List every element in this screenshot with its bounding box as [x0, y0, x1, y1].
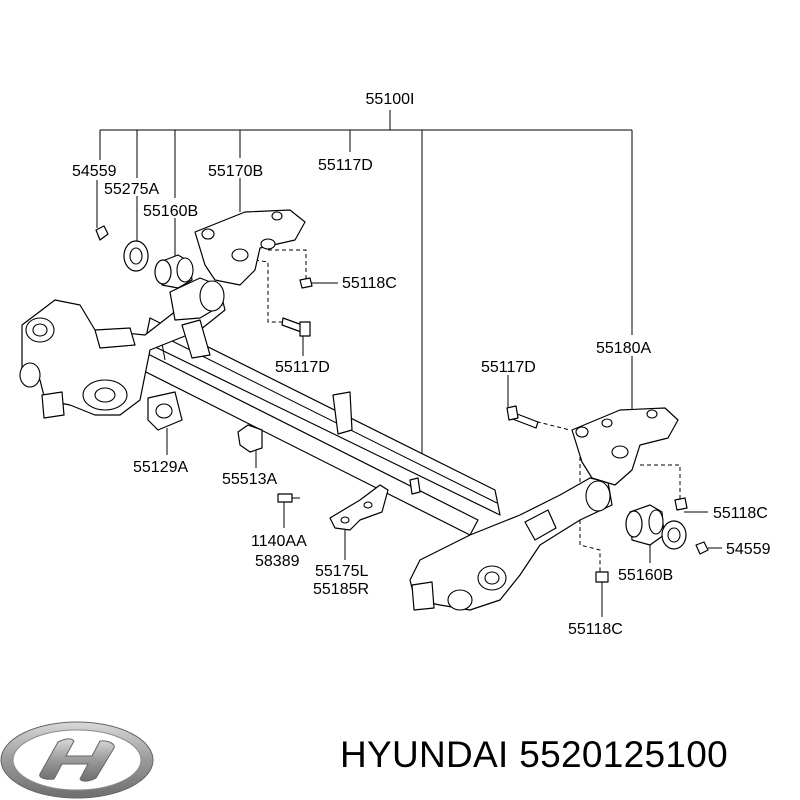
torsion-beam: [131, 317, 501, 536]
label-bolt-small-b: 58389: [255, 553, 300, 570]
right-trailing-arm: [409, 477, 613, 611]
label-bolt-lower-left: 55117D: [275, 359, 330, 376]
callout-labels: 55100I 54559 55275A 55160B 55170B 55117D…: [72, 91, 771, 638]
left-bracket: [194, 209, 313, 337]
label-assembly: 55100I: [366, 91, 415, 108]
label-bracket-lr-a: 55175L: [315, 563, 368, 580]
clip: [237, 424, 263, 453]
label-nut-right: 54559: [726, 541, 771, 558]
label-clip: 55513A: [222, 471, 277, 488]
label-bracket-lr-b: 55185R: [313, 581, 369, 598]
lower-bracket: [329, 484, 389, 531]
label-bolt-right-top: 55118C: [713, 505, 768, 522]
label-nut-left: 54559: [72, 163, 117, 180]
dashed-guides: [254, 249, 681, 572]
label-bushing-left: 55160B: [143, 203, 198, 220]
label-bolt-right-bottom: 55118C: [568, 621, 623, 638]
left-bushing-group: [95, 225, 194, 289]
label-bolt-top: 55117D: [318, 157, 373, 174]
hyundai-logo: [0, 721, 154, 799]
label-bushing-plate-left: 55275A: [104, 181, 159, 198]
label-bracket-right: 55180A: [596, 340, 651, 357]
left-trailing-arm: [19, 277, 226, 419]
label-bushing-right: 55160B: [618, 567, 673, 584]
right-bushing-group: [595, 497, 709, 595]
label-bracket-left: 55170B: [208, 163, 263, 180]
leader-lines: [96, 110, 722, 617]
right-bracket: [506, 405, 679, 486]
gasket: [147, 391, 183, 431]
label-gasket: 55129A: [133, 459, 188, 476]
small-bolt: [277, 493, 300, 503]
label-bolt-bracket-left: 55118C: [342, 275, 397, 292]
brand-title: HYUNDAI 5520125100: [340, 734, 728, 775]
label-bolt-small-a: 1140AA: [251, 533, 307, 550]
label-bolt-mid: 55117D: [481, 359, 536, 376]
